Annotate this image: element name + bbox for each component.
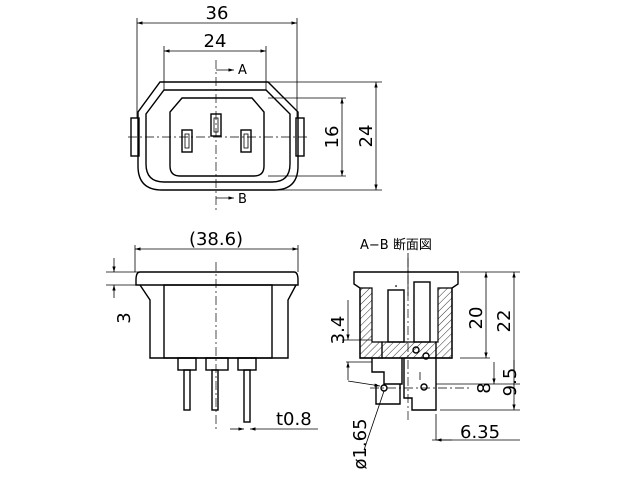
dim-9-5: 9.5 [500,368,521,397]
section-title: A−B 断面図 [360,238,432,253]
dim-overall-height: 24 [356,125,377,148]
dim-flange-width: (38.6) [189,229,243,250]
dim-depth-3-4: 3.4 [328,316,349,345]
dim-height-22: 22 [494,310,515,333]
dim-inner-height: 16 [322,126,343,149]
dim-height-20: 20 [466,307,487,330]
dim-inner-width: 24 [204,31,227,52]
dim-8: 8 [474,382,495,393]
dim-overall-width: 36 [206,3,229,24]
dim-hole-diameter: ø1.65 [350,418,371,469]
dim-pin-thickness: t0.8 [276,409,312,430]
section-mark-b: B [238,192,247,207]
section-mark-a: A [238,63,247,78]
dim-flange-thickness: 3 [114,312,135,323]
section-view: A−B 断面図 20 22 8 9.5 3.4 [328,238,521,470]
dim-tab-width: 6.35 [460,422,500,443]
front-view: (38.6) 3 t0.8 [106,229,318,431]
top-view: 36 24 16 24 A B [128,3,382,210]
